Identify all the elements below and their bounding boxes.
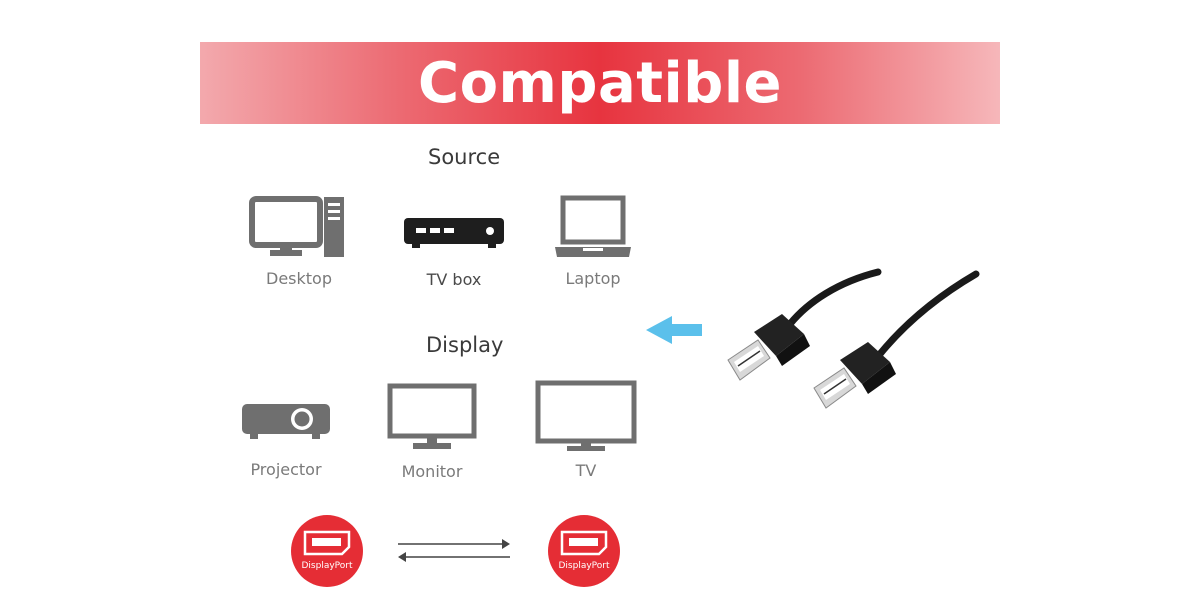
device-label: Desktop bbox=[266, 269, 332, 288]
left-arrow-icon bbox=[646, 316, 702, 344]
device-label: TV box bbox=[426, 270, 482, 289]
device-label: Projector bbox=[250, 460, 322, 479]
display-device-tv: TV bbox=[532, 379, 640, 480]
source-device-tv-box: TV box bbox=[400, 216, 508, 289]
source-device-desktop: Desktop bbox=[240, 195, 358, 288]
display-heading: Display bbox=[426, 333, 504, 357]
source-device-laptop: Laptop bbox=[552, 195, 634, 288]
device-label: Laptop bbox=[565, 269, 621, 288]
displayport-label: DisplayPort bbox=[301, 561, 353, 571]
source-heading: Source bbox=[428, 145, 501, 169]
projector-icon bbox=[242, 404, 330, 439]
banner-title: Compatible bbox=[417, 50, 783, 116]
monitor-icon bbox=[387, 383, 477, 449]
tv-box-icon bbox=[404, 218, 504, 248]
display-device-projector: Projector bbox=[238, 402, 334, 479]
cable-connector-right bbox=[813, 342, 896, 409]
compatible-banner: Compatible bbox=[200, 42, 1000, 124]
device-label: TV bbox=[575, 461, 597, 480]
device-label: Monitor bbox=[401, 462, 463, 481]
display-device-monitor: Monitor bbox=[384, 382, 480, 481]
displayport-badge-right: DisplayPort bbox=[548, 515, 620, 587]
cable-connector-left bbox=[727, 314, 810, 381]
displayport-icon bbox=[560, 530, 608, 556]
displayport-icon bbox=[303, 530, 351, 556]
laptop-icon bbox=[555, 195, 631, 257]
tv-icon bbox=[535, 380, 637, 451]
desktop-icon bbox=[249, 196, 344, 257]
bidirectional-arrow-icon bbox=[398, 539, 510, 562]
displayport-cable-image bbox=[727, 268, 980, 409]
displayport-badge-left: DisplayPort bbox=[291, 515, 363, 587]
displayport-label: DisplayPort bbox=[558, 561, 610, 571]
